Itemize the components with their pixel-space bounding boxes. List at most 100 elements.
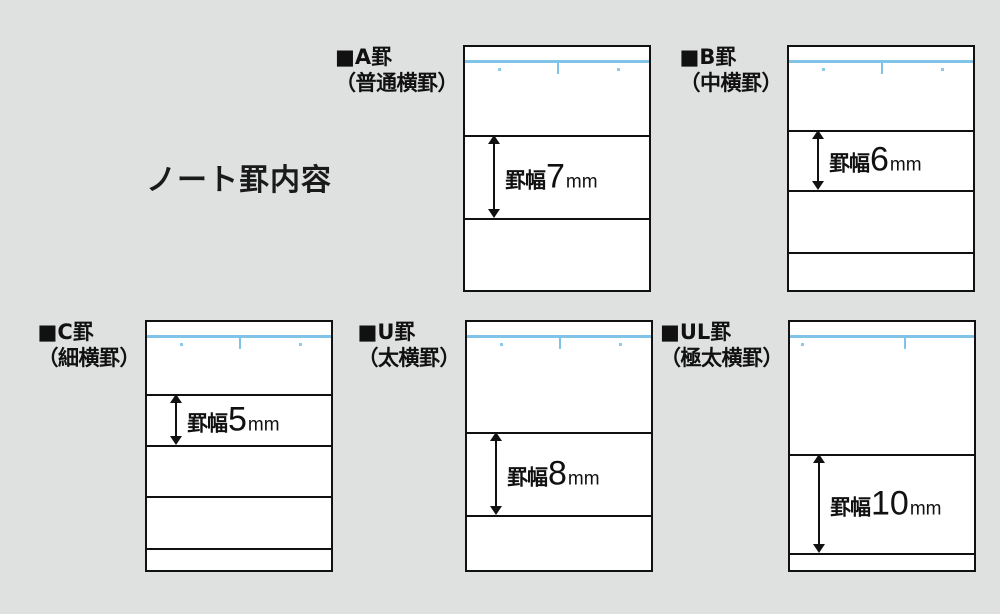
blue-margin-line-icon [147, 335, 331, 338]
arrow-head-up-icon [488, 135, 500, 144]
measure-unit: mm [247, 414, 280, 435]
measure-word: 罫幅 [507, 465, 548, 489]
panel-a-subtitle: （普通横罫） [335, 70, 459, 95]
panel-a-measure-caption: 罫幅 7 mm [505, 159, 598, 194]
panel-b-label: ■B罫 （中横罫） [680, 45, 788, 96]
panel-c-measure: 罫幅 5 mm [169, 394, 325, 445]
arrow-head-up-icon [170, 394, 182, 403]
arrow-head-down-icon [813, 544, 825, 553]
dimension-arrow-icon [812, 454, 825, 553]
measure-value: 10 [871, 484, 909, 522]
dimension-arrow-icon [487, 135, 500, 218]
rule-line [147, 548, 331, 550]
panel-c-sheet: 罫幅 5 mm [145, 320, 333, 572]
panel-u-measure: 罫幅 8 mm [489, 432, 645, 515]
dimension-arrow-icon [489, 432, 502, 515]
dimension-arrow-icon [169, 394, 182, 445]
panel-b-name: ■B罫 [679, 45, 737, 69]
measure-unit: mm [889, 154, 922, 176]
blue-dot-right-icon [617, 68, 620, 71]
panel-b: ■B罫 （中横罫） 罫幅 6 mm [680, 45, 975, 292]
blue-center-tick-icon [881, 63, 883, 74]
rule-line [147, 496, 331, 498]
panel-a-name: ■A罫 [335, 45, 393, 69]
rule-line [465, 135, 649, 137]
panel-ul-measure-caption: 罫幅 10 mm [830, 486, 941, 521]
measure-word: 罫幅 [505, 168, 546, 192]
panel-u-label: ■U罫 （太横罫） [358, 320, 466, 371]
blue-center-tick-icon [239, 338, 241, 349]
panel-u-subtitle: （太横罫） [357, 345, 461, 370]
blue-center-tick-icon [559, 338, 561, 349]
panel-u-name: ■U罫 [357, 320, 416, 344]
arrow-head-up-icon [813, 454, 825, 463]
panel-b-measure-caption: 罫幅 6 mm [829, 143, 922, 178]
rule-line [147, 445, 331, 447]
panel-u-sheet: 罫幅 8 mm [465, 320, 653, 572]
rule-line [790, 553, 974, 555]
blue-dot-right-icon [941, 68, 944, 71]
rule-line [789, 130, 973, 132]
panel-ul-label: ■UL罫 （極太横罫） [660, 320, 788, 371]
arrow-head-down-icon [488, 209, 500, 218]
arrow-head-up-icon [490, 432, 502, 441]
measure-unit: mm [567, 468, 600, 489]
panel-c: ■C罫 （細横罫） 罫幅 5 mm [38, 320, 333, 572]
blue-center-tick-icon [904, 338, 906, 349]
panel-a-measure: 罫幅 7 mm [487, 135, 643, 218]
page-title: ノート罫内容 [146, 163, 332, 198]
panel-ul: ■UL罫 （極太横罫） 罫幅 10 mm [660, 320, 976, 572]
arrow-shaft-icon [817, 137, 819, 183]
measure-word: 罫幅 [830, 495, 871, 519]
blue-dot-left-icon [180, 343, 183, 346]
panel-c-subtitle: （細横罫） [37, 345, 141, 370]
measure-value: 7 [546, 157, 565, 195]
panel-b-measure: 罫幅 6 mm [811, 130, 967, 190]
measure-value: 6 [870, 140, 889, 179]
blue-dot-left-icon [498, 68, 501, 71]
dimension-arrow-icon [811, 130, 824, 190]
blue-margin-line-icon [789, 60, 973, 63]
blue-dot-right-icon [619, 343, 622, 346]
arrow-shaft-icon [493, 142, 495, 211]
panel-c-name: ■C罫 [37, 320, 94, 344]
blue-margin-line-icon [465, 60, 649, 63]
rule-line [789, 252, 973, 254]
arrow-shaft-icon [495, 439, 497, 508]
rule-line [465, 218, 649, 220]
panel-b-sheet: 罫幅 6 mm [787, 45, 975, 292]
rule-line [789, 190, 973, 192]
measure-unit: mm [909, 498, 942, 519]
rule-line [147, 394, 331, 396]
measure-unit: mm [565, 171, 598, 192]
measure-word: 罫幅 [187, 411, 228, 435]
panel-c-label: ■C罫 （細横罫） [38, 320, 146, 371]
panel-ul-measure: 罫幅 10 mm [812, 454, 968, 553]
blue-dot-left-icon [822, 68, 825, 71]
blue-dot-right-icon [299, 343, 302, 346]
panel-a-label: ■A罫 （普通横罫） [335, 45, 463, 96]
blue-dot-left-icon [801, 343, 804, 346]
panel-ul-name: ■UL罫 [660, 320, 732, 344]
blue-margin-line-icon [790, 335, 974, 338]
measure-value: 5 [228, 400, 247, 438]
rule-line [467, 515, 651, 517]
panel-a: ■A罫 （普通横罫） 罫幅 7 mm [335, 45, 651, 292]
arrow-head-down-icon [812, 181, 824, 190]
panel-u-measure-caption: 罫幅 8 mm [507, 456, 600, 491]
panel-ul-subtitle: （極太横罫） [660, 345, 784, 370]
arrow-head-up-icon [812, 130, 824, 139]
panel-b-subtitle: （中横罫） [679, 70, 783, 95]
arrow-shaft-icon [175, 401, 177, 438]
panel-ul-sheet: 罫幅 10 mm [788, 320, 976, 572]
panel-c-measure-caption: 罫幅 5 mm [187, 402, 280, 437]
blue-dot-left-icon [500, 343, 503, 346]
arrow-head-down-icon [490, 506, 502, 515]
blue-margin-line-icon [467, 335, 651, 338]
arrow-shaft-icon [818, 461, 820, 546]
arrow-head-down-icon [170, 436, 182, 445]
panel-u: ■U罫 （太横罫） 罫幅 8 mm [358, 320, 653, 572]
rule-line [467, 432, 651, 434]
panel-a-sheet: 罫幅 7 mm [463, 45, 651, 292]
